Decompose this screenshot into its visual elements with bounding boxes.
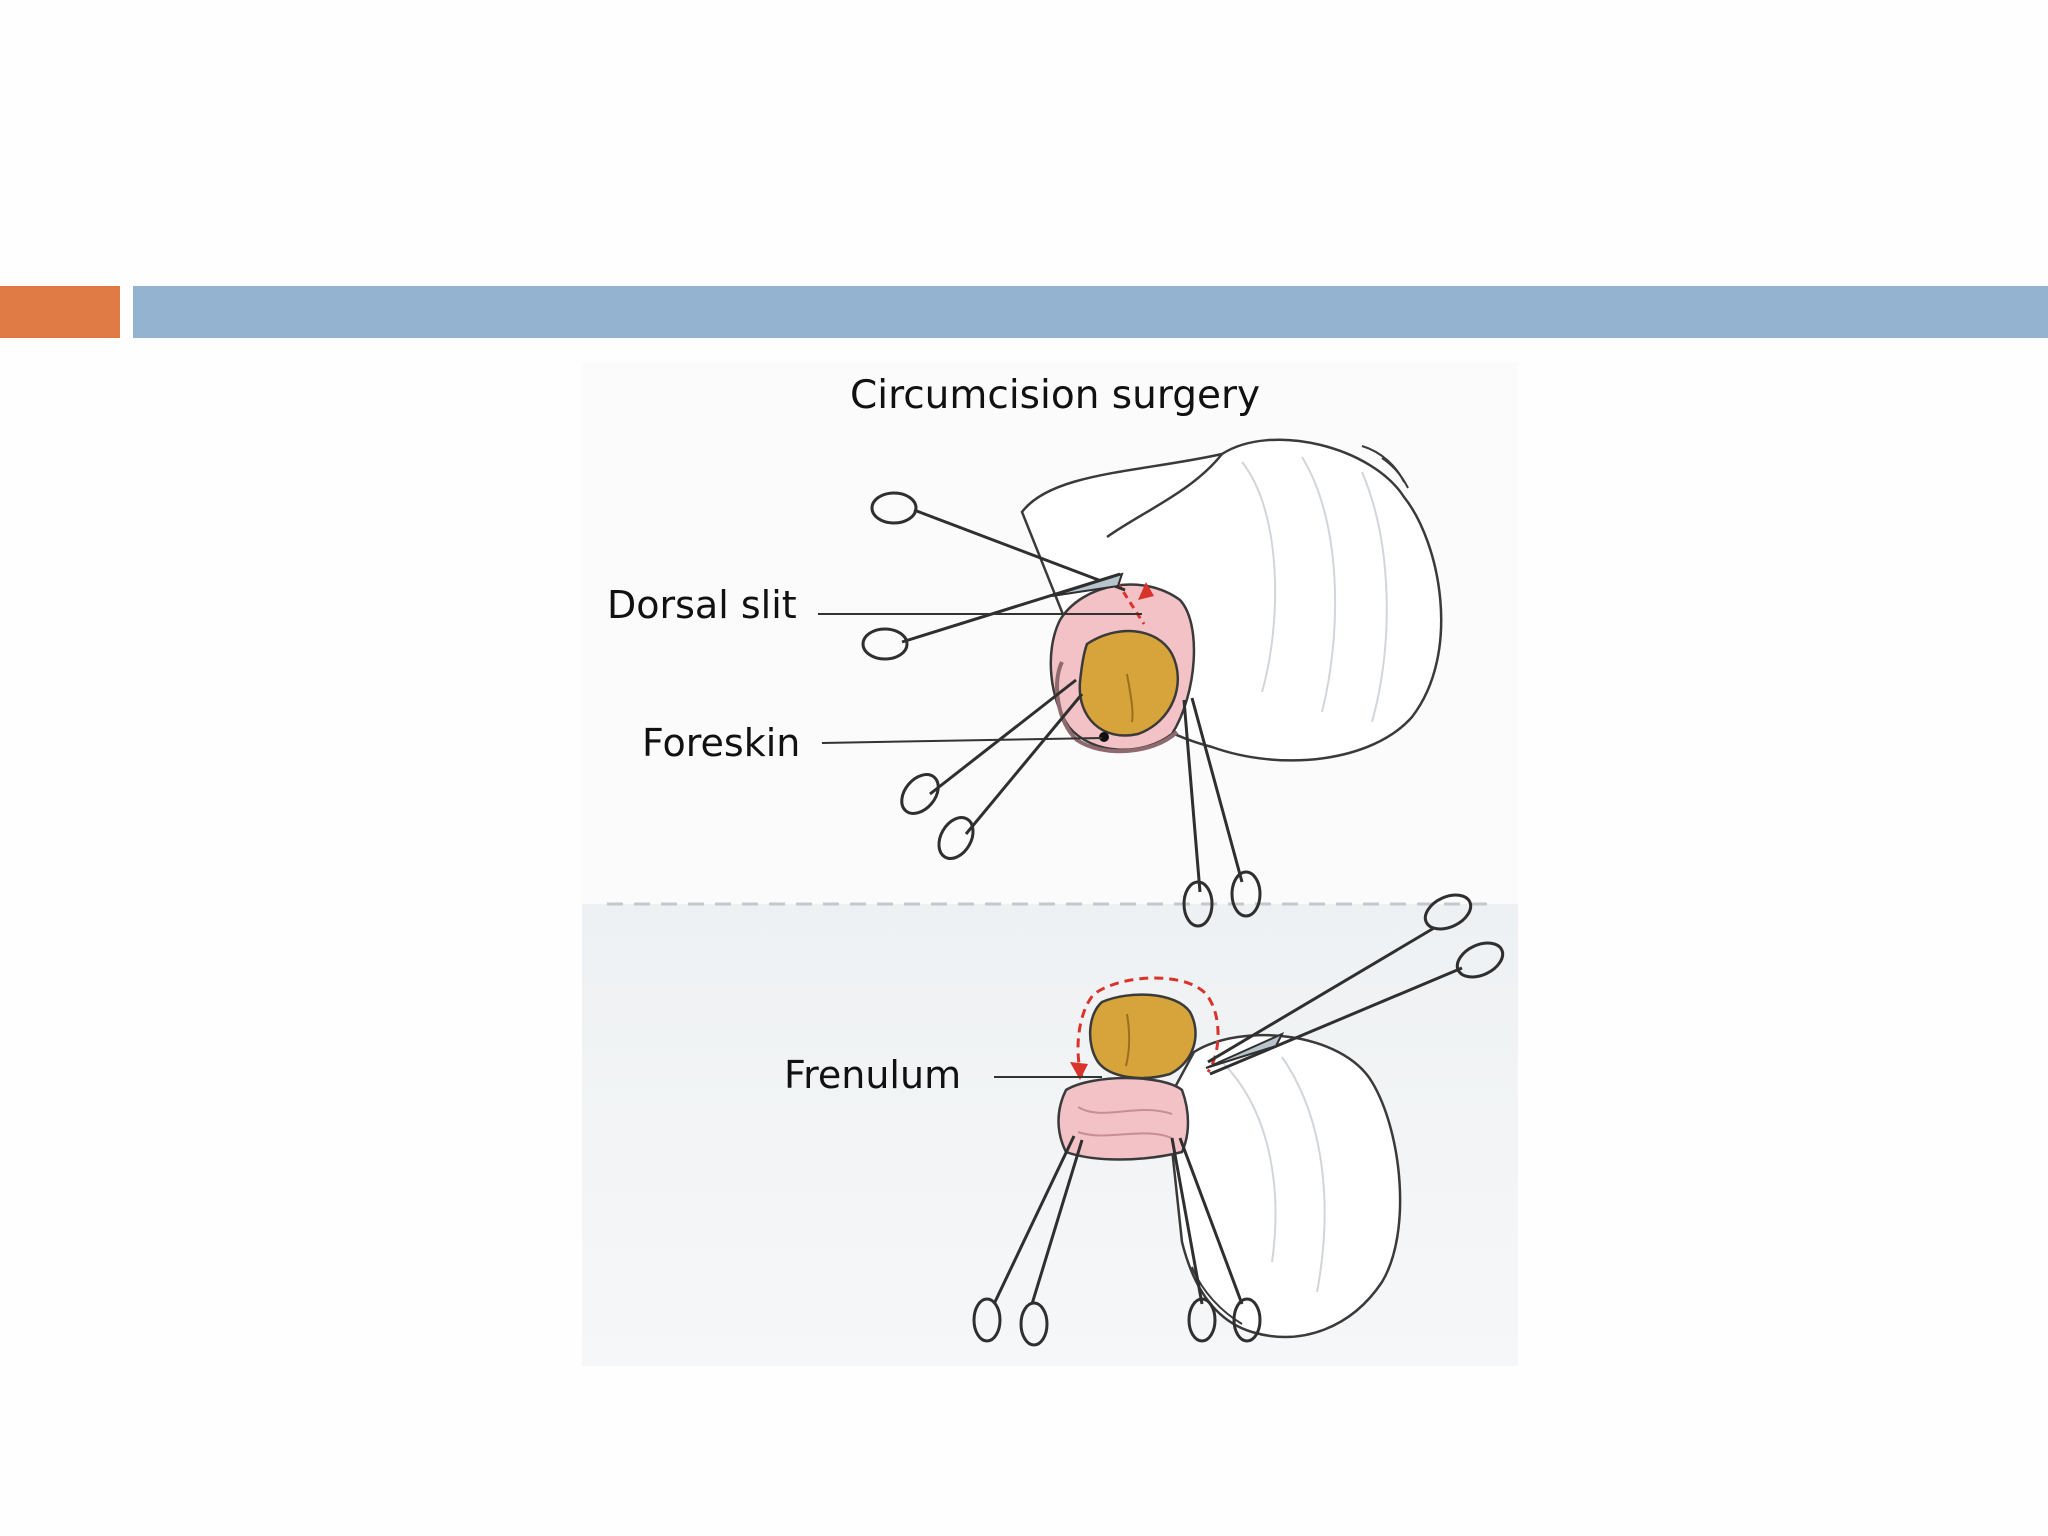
top-foreskin-glans — [1049, 581, 1196, 754]
top-leader-lines — [818, 613, 1142, 744]
label-frenulum: Frenulum — [784, 1053, 962, 1097]
bottom-penis-illustration — [1165, 1033, 1402, 1339]
bottom-left-clamp — [972, 1135, 1084, 1347]
figure-title: Circumcision surgery — [850, 373, 1261, 418]
slide-title-bar — [133, 286, 2048, 338]
dorsal-slit-scissors — [861, 491, 1126, 661]
label-foreskin: Foreskin — [642, 721, 801, 765]
bottom-foreskin-frenulum — [1057, 1076, 1190, 1161]
label-dorsal-slit: Dorsal slit — [607, 583, 797, 627]
circumcision-figure: Circumcision surgery Dorsal slit Foreski… — [582, 362, 1518, 1366]
top-right-clamp — [1182, 697, 1262, 928]
bottom-scissors — [1205, 893, 1505, 1076]
bottom-glans — [1070, 976, 1220, 1080]
figure-illustration — [582, 438, 1518, 1366]
bottom-right-clamp — [1170, 1137, 1262, 1343]
slide-accent-block — [0, 286, 120, 338]
top-left-clamp — [900, 678, 1084, 860]
